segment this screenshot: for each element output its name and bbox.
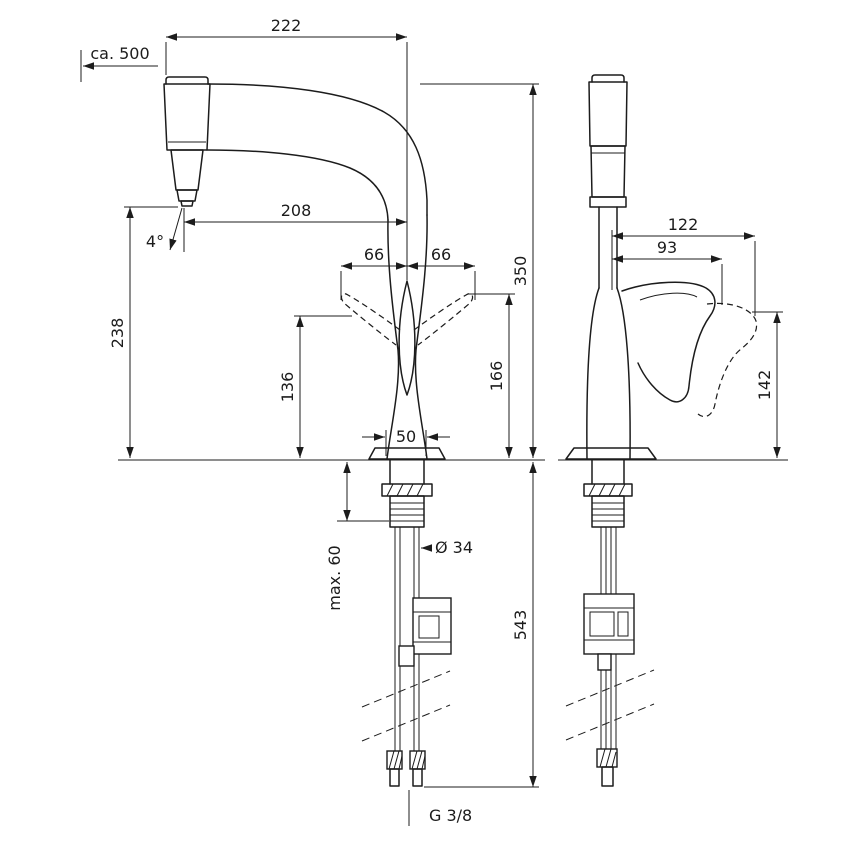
dim-label-spout-outlet-height: 238 [108, 318, 127, 349]
lever-solid [621, 281, 716, 403]
side-view [558, 74, 788, 787]
valve-box-small [398, 645, 415, 667]
dim-label-connection-thread: G 3/8 [429, 806, 472, 825]
base-flange [368, 447, 446, 460]
sprayhead-body [163, 83, 211, 151]
dim-label-lever-swing-right: 66 [431, 245, 451, 264]
side-valve-box-lines [584, 607, 634, 641]
dim-label-hose-length-below: 543 [511, 610, 530, 641]
aerator [176, 189, 198, 202]
lever-dashed-position [697, 302, 758, 418]
dim-label-side-depth: 122 [668, 215, 699, 234]
side-valve-box [583, 593, 635, 655]
side-body-right [616, 287, 631, 460]
lever-range-left [340, 293, 401, 346]
side-washer-hatch [588, 483, 626, 497]
spout-top-edge [207, 83, 428, 216]
connector-left-thread [389, 768, 400, 787]
body-teardrop-detail [398, 280, 416, 396]
dim-label-top-width: 222 [271, 16, 302, 35]
dim-label-shank-diameter: Ø 34 [435, 538, 473, 557]
valve-box-lines [413, 611, 451, 643]
side-shank [591, 459, 625, 485]
dim-label-hose-extension: ca. 500 [90, 44, 149, 63]
lever-range-right [413, 293, 474, 346]
side-head-ring [589, 196, 627, 208]
side-connector-hatch [599, 748, 617, 768]
side-threaded-shank [591, 495, 625, 528]
side-base-flange [565, 447, 657, 460]
front-view [118, 76, 545, 826]
dim-label-lever-swing-left: 66 [364, 245, 384, 264]
connector-right-hatch [411, 750, 426, 770]
side-cap [591, 74, 625, 83]
sprayhead-lower [170, 149, 204, 191]
hose-lines [394, 527, 420, 751]
connector-left-hatch [388, 750, 403, 770]
side-head-upper [588, 81, 628, 147]
body-right-edge [414, 214, 428, 460]
aerator-tip [180, 200, 194, 207]
side-head-lower [590, 145, 626, 198]
side-valve-inner-b [617, 611, 629, 637]
thread-lines [390, 502, 424, 522]
side-thread-lines [592, 502, 624, 522]
hose-break-lines [361, 670, 451, 742]
side-neck [598, 206, 618, 289]
body-left-edge [386, 219, 400, 460]
side-body-left [586, 287, 600, 460]
lever-inner-line [639, 292, 698, 301]
dimension-lines [80, 33, 783, 788]
dim-label-lever-bottom-height: 136 [278, 372, 297, 403]
dim-label-base-width: 50 [396, 427, 416, 446]
side-valve-inner-a [589, 611, 615, 637]
dim-label-spout-reach: 208 [281, 201, 312, 220]
threaded-shank [389, 495, 425, 528]
dim-label-side-lever-height: 142 [755, 370, 774, 401]
sprayhead-cap [165, 76, 209, 85]
connector-right-thread [412, 768, 423, 787]
dim-label-spout-angle: 4° [146, 232, 164, 251]
valve-box-inner [418, 615, 440, 639]
spray-line-angled [169, 207, 183, 251]
spout-bottom-edge [206, 149, 389, 221]
side-valve-small [597, 653, 612, 671]
dim-label-total-height: 350 [511, 256, 530, 287]
dim-label-lever-top-height: 166 [487, 361, 506, 392]
side-hose-break-lines [565, 669, 655, 741]
washer-hatch [386, 483, 424, 497]
side-connector-thread [601, 766, 614, 787]
dim-label-side-lever-reach: 93 [657, 238, 677, 257]
dim-label-max-counter-thickness: max. 60 [325, 545, 344, 610]
side-washer [583, 483, 633, 497]
dimension-labels: 222 ca. 500 208 4° 66 66 350 238 136 166… [90, 16, 774, 825]
washer [381, 483, 433, 497]
